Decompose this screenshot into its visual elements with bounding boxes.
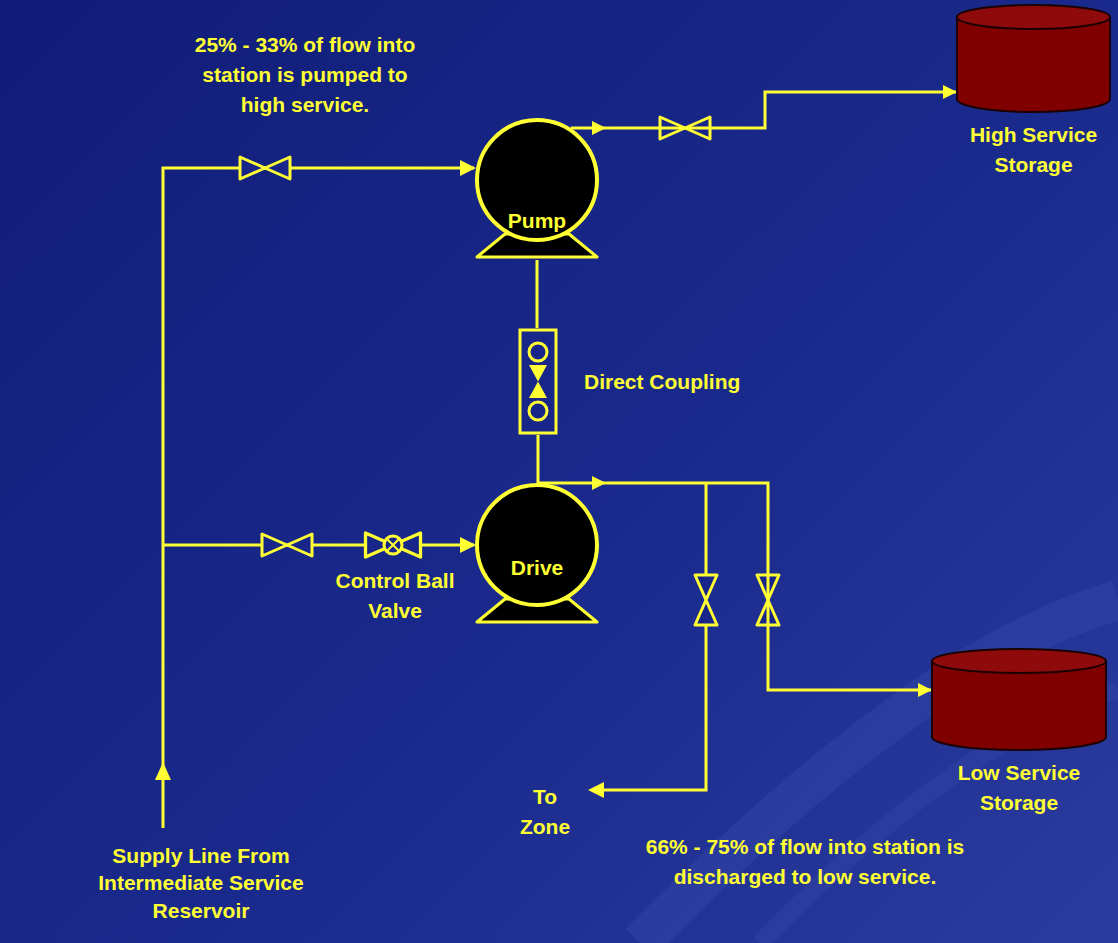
- note-label: Control Ball Valve: [333, 566, 457, 626]
- machine-outline: [475, 483, 599, 625]
- discharge-pipe: [537, 483, 932, 690]
- note-label: 66% - 75% of flow into station is discha…: [620, 832, 990, 892]
- tank-label: Low Service Storage: [930, 758, 1108, 818]
- gate-valve: [262, 534, 312, 556]
- note-label: Supply Line From Intermediate Service Re…: [70, 842, 332, 924]
- discharge-pipe: [571, 92, 957, 128]
- control-ball-valve: [366, 533, 421, 557]
- drive-shaft: [537, 435, 540, 483]
- pump-unit: Drive: [475, 483, 599, 625]
- note-label: To Zone: [513, 782, 577, 842]
- tank-outline: [955, 4, 1112, 112]
- machine-label: Drive: [475, 553, 599, 583]
- note-label: 25% - 33% of flow into station is pumped…: [180, 30, 430, 119]
- machine-outline: [475, 118, 599, 260]
- pump-unit: Pump: [475, 118, 599, 260]
- pipe: [163, 168, 706, 828]
- coupling-label: Direct Coupling: [584, 367, 740, 397]
- drive-shaft: [536, 260, 539, 328]
- flow-arrow: [155, 121, 606, 798]
- storage-tank: High Service Storage: [955, 4, 1112, 112]
- gate-valve: [695, 575, 717, 625]
- machine-label: Pump: [475, 206, 599, 236]
- tank-outline: [930, 648, 1108, 750]
- tank-label: High Service Storage: [952, 120, 1115, 180]
- storage-tank: Low Service Storage: [930, 648, 1108, 750]
- gate-valve: [240, 157, 290, 179]
- background-swoosh: [640, 600, 1118, 943]
- coupling-outline: [518, 328, 558, 435]
- coupling-box: Direct Coupling: [518, 328, 558, 435]
